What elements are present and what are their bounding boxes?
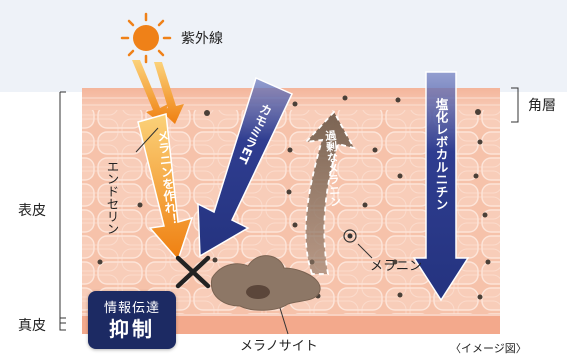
carnitine-text: 塩化レボカルニチン [434, 97, 449, 211]
image-note-label: 〈イメージ図〉 [450, 342, 527, 355]
badge-line1: 情報伝達 [103, 300, 160, 316]
block-cross-icon [175, 255, 211, 289]
epidermis-label: 表皮 [18, 203, 46, 219]
endothelin-leader [135, 127, 159, 153]
endothelin-label: エンドセリン [105, 160, 120, 235]
carnitine-arrow [412, 71, 470, 302]
stratum-bracket [511, 87, 519, 123]
melanocyte-leader [279, 307, 289, 335]
uv-label: 紫外線 [181, 31, 223, 47]
sky-background [0, 0, 567, 92]
melanocyte-nucleus [246, 285, 270, 299]
badge-line2: 抑制 [109, 316, 155, 341]
excess-melanin-text: 過剰なメラニン [323, 128, 342, 207]
melanin-dots [97, 95, 491, 300]
dermis-layer [82, 314, 500, 334]
uv-rays [132, 60, 184, 124]
melanin-leader [357, 243, 373, 259]
make-melanin-arrow [137, 113, 194, 262]
melanin-marker-icon [343, 229, 357, 243]
melanocyte-label: メラノサイト [240, 339, 318, 354]
chamomile-arrow [197, 76, 294, 258]
dermis-label: 真皮 [18, 318, 46, 334]
melanin-label: メラニン [370, 259, 422, 274]
sun-icon [120, 12, 172, 64]
stratum-corneum-label: 角層 [528, 98, 556, 114]
melanocyte-cell [210, 255, 321, 311]
excess-melanin-arrow [303, 110, 356, 275]
suppression-badge: 情報伝達 抑制 [88, 291, 176, 349]
